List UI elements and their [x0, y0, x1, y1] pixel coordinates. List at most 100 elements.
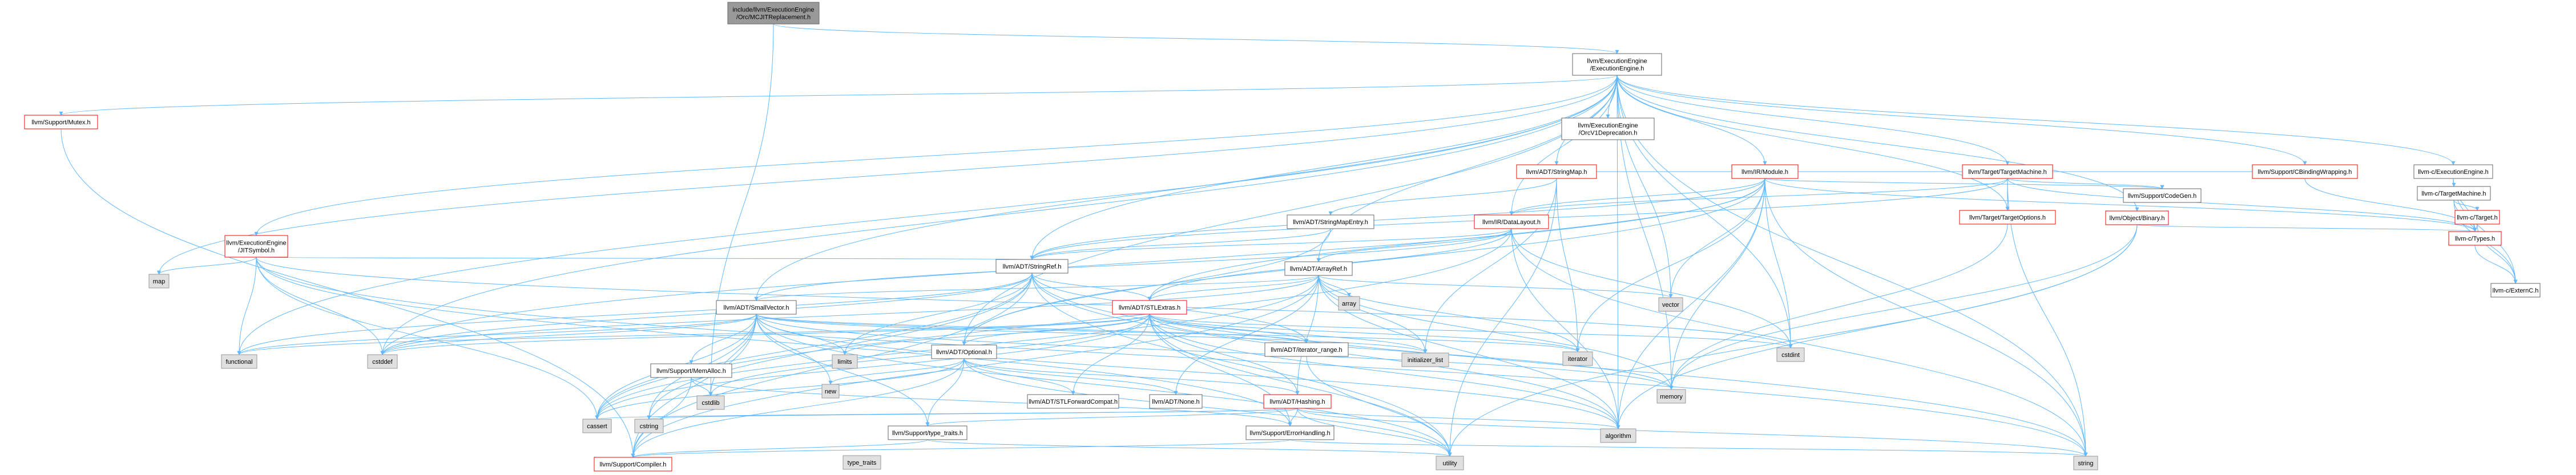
node-arrayref[interactable]: llvm/ADT/ArrayRef.h: [1284, 261, 1353, 276]
node-datalayout[interactable]: llvm/IR/DataLayout.h: [1474, 214, 1549, 229]
node-cexternc[interactable]: llvm-c/ExternC.h: [2490, 283, 2541, 298]
node-ctypes[interactable]: llvm-c/Types.h: [2448, 231, 2502, 246]
node-typetraitsh[interactable]: llvm/Support/type_traits.h: [888, 425, 967, 440]
node-vector: vector: [1658, 297, 1683, 312]
node-label-functional: functional: [225, 359, 252, 366]
edge-typetraitsh-to-utility: [927, 439, 1452, 457]
edge-smallvector-to-limits: [756, 314, 847, 355]
node-iterator: iterator: [1562, 351, 1593, 366]
node-box-module: [1731, 164, 1799, 179]
node-algorithm: algorithm: [1600, 428, 1636, 443]
edge-datalayout-to-smallvector: [754, 228, 1512, 301]
node-label-none: llvm/ADT/None.h: [1152, 399, 1199, 405]
node-cbw[interactable]: llvm/Support/CBindingWrapping.h: [2252, 164, 2358, 179]
node-mutex[interactable]: llvm/Support/Mutex.h: [24, 115, 98, 129]
node-label-tm: llvm/Target/TargetMachine.h: [1968, 169, 2047, 176]
dependency-edges: [59, 23, 2518, 458]
node-stlextras[interactable]: llvm/ADT/STLExtras.h: [1112, 300, 1187, 315]
node-cee[interactable]: llvm-c/ExecutionEngine.h: [2413, 164, 2493, 179]
edge-ee-to-vector: [1616, 75, 1673, 298]
edge-datalayout-to-arrayref: [1316, 228, 1512, 262]
node-errh[interactable]: llvm/Support/ErrorHandling.h: [1245, 425, 1335, 440]
edge-arrayref-to-stlextras: [1147, 275, 1319, 301]
node-cstring: cstring: [634, 419, 664, 433]
edge-smentry-to-optional: [962, 228, 1331, 346]
node-optional[interactable]: llvm/ADT/Optional.h: [931, 344, 997, 359]
edge-smallvector-to-new: [756, 314, 833, 385]
edge-ee-to-cee: [1616, 75, 2456, 165]
node-label-map: map: [153, 278, 165, 285]
edge-stringmap-to-smentry: [1328, 178, 1557, 216]
edge-datalayout-to-algorithm: [1511, 228, 1620, 429]
node-memalloc[interactable]: llvm/Support/MemAlloc.h: [650, 363, 732, 378]
node-label-memalloc: llvm/Support/MemAlloc.h: [656, 368, 726, 375]
edge-datalayout-to-cassert: [595, 228, 1512, 420]
edge-ee-to-module: [1616, 75, 1767, 165]
node-orcv1[interactable]: llvm/ExecutionEngine/OrcV1Deprecation.h: [1561, 117, 1655, 140]
edge-optional-to-stlfwd: [964, 358, 1075, 395]
edge-datalayout-to-stringref: [1030, 228, 1512, 260]
node-stringref[interactable]: llvm/ADT/StringRef.h: [995, 259, 1069, 274]
edge-hashing-to-utility: [1297, 408, 1452, 457]
node-box-none: [1149, 394, 1203, 409]
edge-typetraitsh-to-compiler: [631, 439, 928, 458]
edge-memalloc-to-compiler: [631, 377, 692, 458]
node-label-typetraitsh: llvm/Support/type_traits.h: [892, 430, 963, 437]
node-root[interactable]: include/llvm/ExecutionEngine/Orc/MCJITRe…: [727, 2, 820, 25]
node-topt[interactable]: llvm/Target/TargetOptions.h: [1959, 210, 2056, 225]
node-jitsym[interactable]: llvm/ExecutionEngine/JITSymbol.h: [224, 235, 288, 258]
edge-ee-to-tm: [1616, 75, 2010, 165]
node-label-root-line2: /Orc/MCJITReplacement.h: [736, 14, 811, 21]
node-compiler[interactable]: llvm/Support/Compiler.h: [594, 457, 672, 472]
node-label-new: new: [825, 388, 836, 395]
edge-objbin-to-utility: [1448, 224, 2138, 457]
edge-stlextras-to-hashing: [1149, 314, 1300, 395]
node-ctarget[interactable]: llvm-c/Target.h: [2454, 210, 2500, 225]
node-limits: limits: [832, 354, 858, 369]
node-label-array: array: [1342, 301, 1357, 307]
node-box-compiler: [594, 457, 672, 472]
node-module[interactable]: llvm/IR/Module.h: [1731, 164, 1799, 179]
node-ctm[interactable]: llvm-c/TargetMachine.h: [2417, 186, 2491, 201]
node-label-cassert: cassert: [587, 423, 607, 430]
edge-module-to-algorithm: [1616, 178, 1765, 429]
edge-stlextras-to-iterator: [1149, 314, 1580, 352]
edge-optional-to-cassert: [595, 358, 965, 420]
node-label-limits: limits: [837, 359, 852, 366]
edge-stlextras-to-cstdlib: [708, 314, 1150, 396]
edge-smallvector-to-memalloc: [689, 314, 757, 364]
node-box-utility: [1436, 456, 1464, 470]
node-label-mutex: llvm/Support/Mutex.h: [31, 119, 90, 126]
node-cstddef: cstddef: [367, 354, 398, 369]
node-codegen[interactable]: llvm/Support/CodeGen.h: [2123, 188, 2202, 203]
edge-ctarget-to-ctypes: [2473, 224, 2478, 232]
edge-module-to-ctypes: [1764, 178, 2477, 232]
edge-module-to-memory: [1669, 178, 1765, 390]
edge-ee-to-map: [157, 75, 1618, 275]
node-itrange[interactable]: llvm/ADT/iterator_range.h: [1264, 342, 1349, 357]
node-ee[interactable]: llvm/ExecutionEngine/ExecutionEngine.h: [1572, 53, 1662, 76]
edge-stlextras-to-memory: [1149, 314, 1674, 390]
node-hashing[interactable]: llvm/ADT/Hashing.h: [1263, 394, 1332, 409]
edge-datalayout-to-string: [1511, 228, 2088, 457]
node-smallvector[interactable]: llvm/ADT/SmallVector.h: [716, 300, 797, 315]
node-label-compiler: llvm/Support/Compiler.h: [600, 461, 667, 468]
node-tm[interactable]: llvm/Target/TargetMachine.h: [1962, 164, 2053, 179]
node-box-ctarget: [2454, 210, 2500, 225]
node-stringmap[interactable]: llvm/ADT/StringMap.h: [1516, 164, 1597, 179]
node-objbin[interactable]: llvm/Object/Binary.h: [2105, 210, 2169, 225]
edge-optional-to-typetraitsh: [925, 358, 965, 427]
edge-stringmap-to-utility: [1448, 178, 1557, 457]
node-stlfwd[interactable]: llvm/ADT/STLForwardCompat.h: [1027, 394, 1119, 409]
edge-datalayout-to-cstdint: [1511, 228, 1793, 348]
edge-stlextras-to-functional: [237, 314, 1150, 355]
edge-hashing-to-string: [1297, 408, 2088, 457]
node-label-iterator: iterator: [1568, 356, 1588, 363]
node-cassert: cassert: [582, 419, 612, 433]
node-label-smentry: llvm/ADT/StringMapEntry.h: [1293, 219, 1368, 226]
node-box-tm: [1962, 164, 2053, 179]
node-none[interactable]: llvm/ADT/None.h: [1149, 394, 1203, 409]
node-smentry[interactable]: llvm/ADT/StringMapEntry.h: [1287, 214, 1374, 229]
edge-ee-to-datalayout: [1509, 75, 1618, 216]
node-box-cstdlib: [696, 395, 725, 410]
